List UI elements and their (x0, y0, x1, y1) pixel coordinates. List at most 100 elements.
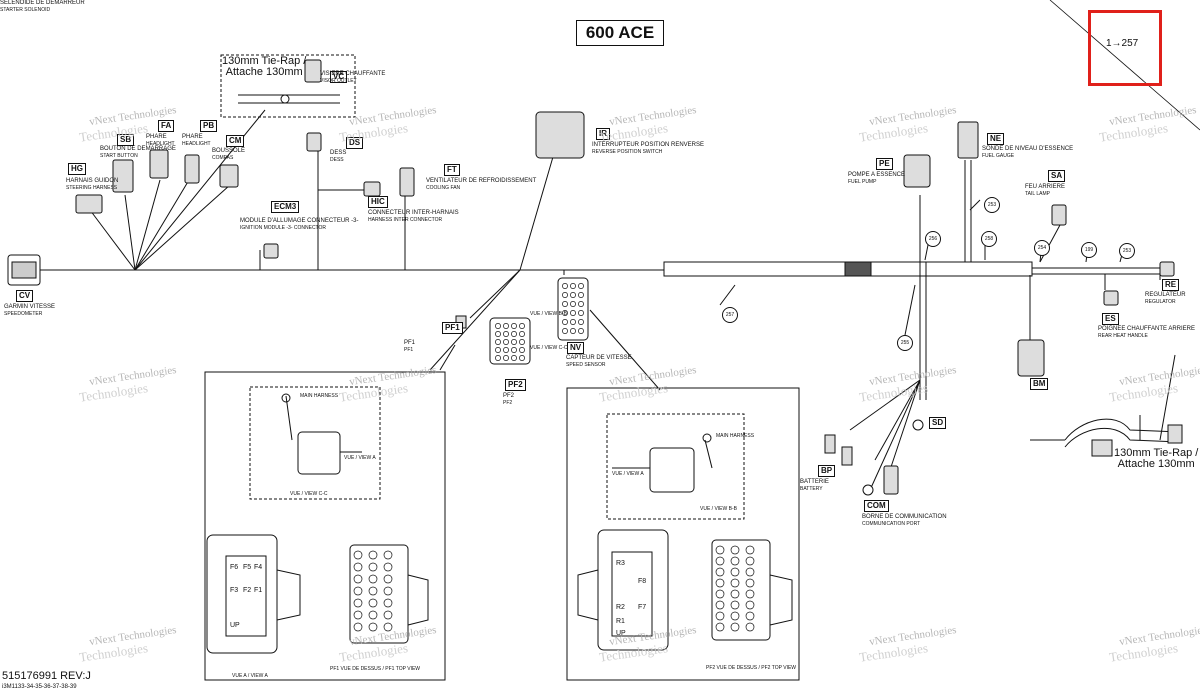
connector-pin (730, 622, 740, 632)
view-label: PF1 VUE DE DESSUS / PF1 TOP VIEW (330, 666, 421, 672)
connector-pin (383, 574, 393, 584)
connector-pin (503, 323, 509, 329)
connector-pin (353, 598, 363, 608)
connector-code: HG (68, 163, 86, 175)
connector-pin (578, 328, 584, 334)
connector-description-en: STARTER SOLENOID (0, 7, 51, 13)
connector-pin (519, 347, 525, 353)
connector-description-fr: BORNE DE COMMUNICATION (862, 514, 947, 520)
connector-code: BM (1030, 378, 1049, 390)
fuse-cell-right: R3 (616, 560, 625, 567)
fuse-cell-left: F2 (243, 587, 252, 594)
connector-pin (562, 292, 568, 298)
connector-description-fr: FEU ARRIERE (1025, 184, 1066, 190)
connector-description-fr: CONNECTEUR INTER-HARNAIS (368, 210, 459, 216)
view-label: VUE A / VIEW A (232, 673, 268, 679)
connector-pin (353, 586, 363, 596)
connector-description-en: COMMUNICATION PORT (862, 521, 921, 527)
connector-description-en: HEADLIGHT (182, 141, 211, 147)
connector-code: RE (1162, 279, 1180, 291)
connector-pin (578, 310, 584, 316)
connector-pin (570, 292, 576, 298)
connector-code: FT (444, 164, 460, 176)
connector-pin (519, 355, 525, 361)
connector-code: SD (929, 417, 947, 429)
connector-description-en: STEERING HARNESS (66, 185, 118, 191)
view-label: VUE / VIEW B-B (700, 506, 737, 512)
connector-pin (745, 578, 755, 588)
connector-code: ES (1102, 313, 1119, 325)
wire-number-callout: 255 (897, 335, 913, 351)
connector-pin (503, 347, 509, 353)
connector-description-en: REVERSE POSITION SWITCH (592, 149, 663, 155)
connector-description-fr: PF2 (503, 393, 515, 399)
connector-description-en: COMPAS (212, 155, 234, 161)
connector-description-fr: MODULE D'ALLUMAGE CONNECTEUR -3- (240, 218, 359, 224)
tie-rap-right-line-1: 130mm Tie-Rap / (1114, 447, 1199, 459)
connector-pin (519, 339, 525, 345)
connector-pin (368, 562, 378, 572)
connector-pin (353, 550, 363, 560)
connector-pin (353, 622, 363, 632)
connector-pin (495, 323, 501, 329)
connector-description-fr: INTERRUPTEUR POSITION RENVERSE (592, 142, 705, 148)
connector-pin (519, 323, 525, 329)
connector-code: ECM3 (271, 201, 300, 213)
connector-pin (745, 600, 755, 610)
connector-pin (383, 610, 393, 620)
fuse-cell-left: F1 (254, 587, 263, 594)
fuse-cell-left: F4 (254, 564, 263, 571)
connector-pin (562, 283, 568, 289)
connector-pin (745, 611, 755, 621)
connector-code: IR (596, 128, 610, 140)
connector-pin (730, 600, 740, 610)
connector-description-fr: POMPE A ESSENCE (848, 172, 906, 178)
connector-description-fr: SELENOIDE DE DEMARREUR (0, 0, 85, 6)
connector-description-en: SPEEDOMETER (4, 311, 43, 317)
fuse-cell-right: R1 (616, 618, 625, 625)
wire-number-callout: 253 (1119, 243, 1135, 259)
connector-pin (578, 283, 584, 289)
connector-pin (715, 556, 725, 566)
connector-description-fr: BOUTON DE DEMARRAGE (100, 146, 176, 152)
connector-pin (368, 622, 378, 632)
connector-description-fr: CAPTEUR DE VITESSE (566, 355, 632, 361)
view-label: VUE / VIEW B-B (530, 311, 567, 317)
connector-pin (353, 610, 363, 620)
connector-pin (730, 556, 740, 566)
diagram-title: 600 ACE (576, 20, 664, 46)
connector-pin (383, 598, 393, 608)
connector-pin (715, 567, 725, 577)
connector-code: HIC (368, 196, 388, 208)
connector-description-en: FUEL PUMP (848, 179, 877, 185)
connector-pin (730, 589, 740, 599)
connector-description-fr: SONDE DE NIVEAU D'ESSENCE (982, 146, 1074, 152)
wire-number-callout: 199 (1081, 242, 1097, 258)
connector-pin (495, 339, 501, 345)
connector-code: PB (200, 120, 218, 132)
connector-pin (562, 310, 568, 316)
wire-number-callout: 253 (984, 197, 1000, 213)
connector-pin (730, 578, 740, 588)
connector-pin (715, 589, 725, 599)
connector-pin (745, 567, 755, 577)
connector-description-en: DESS (330, 157, 344, 163)
connector-code: CM (226, 135, 245, 147)
connector-pin (715, 578, 725, 588)
connector-code: SB (117, 134, 135, 146)
connector-pin (562, 328, 568, 334)
view-label: VUE / VIEW A (612, 471, 644, 477)
connector-pin (383, 550, 393, 560)
connector-pin (511, 339, 517, 345)
connector-description: MODULE D'ALLUMAGE CONNECTEUR -3-IGNITION… (240, 218, 359, 231)
connector-code: NV (567, 342, 585, 354)
connector-code: CV (16, 290, 34, 302)
